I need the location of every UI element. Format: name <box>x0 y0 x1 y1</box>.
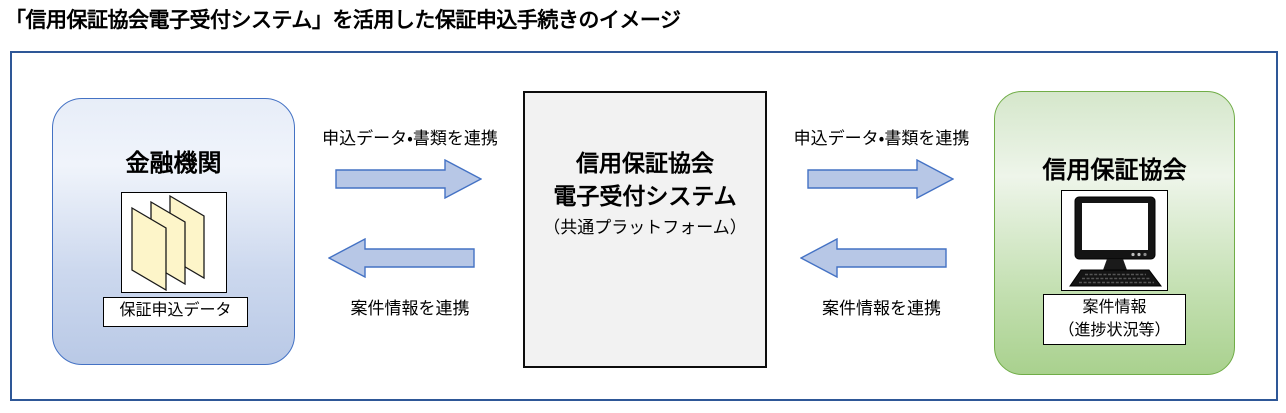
platform-text: 信用保証協会 電子受付システム （共通プラットフォーム） <box>525 93 765 242</box>
flow-left: 申込データ・書類を連携 案件情報を連携 <box>297 113 523 383</box>
flow-right: 申込データ・書類を連携 案件情報を連携 <box>769 113 994 383</box>
node-platform: 信用保証協会 電子受付システム （共通プラットフォーム） <box>523 91 767 368</box>
arrow-left-icon <box>800 238 947 278</box>
financial-institution-label: 金融機関 <box>125 150 222 177</box>
arrow-right-icon <box>807 159 954 199</box>
financial-data-label-text: 保証申込データ <box>119 302 232 319</box>
flow-left-bottom-label: 案件情報を連携 <box>350 299 470 318</box>
arrow-right-icon <box>335 159 482 199</box>
flow-right-top-label: 申込データ・書類を連携 <box>793 129 970 148</box>
diagram-frame: 金融機関 保証申込データ 申込データ・書類を連携 案件情報を連携 信用保 <box>10 51 1278 401</box>
platform-name-line1: 信用保証協会 <box>576 150 714 176</box>
documents-icon <box>121 192 227 293</box>
platform-name-line2: 電子受付システム <box>553 183 737 209</box>
platform-subtitle: （共通プラットフォーム） <box>543 218 747 237</box>
computer-icon <box>1061 190 1168 291</box>
association-data-label-line2: （進捗状況等） <box>1058 322 1171 339</box>
guarantee-association-label: 信用保証協会 <box>1042 157 1187 184</box>
financial-data-label: 保証申込データ <box>103 297 248 327</box>
flow-left-top-label: 申込データ・書類を連携 <box>322 129 498 148</box>
node-guarantee-association: 信用保証協会 案件情報 （進捗状況等） <box>994 91 1235 375</box>
node-financial-institution: 金融機関 保証申込データ <box>52 98 295 365</box>
flow-right-bottom-label: 案件情報を連携 <box>822 299 941 318</box>
association-data-label-line1: 案件情報 <box>1082 299 1147 316</box>
association-data-label: 案件情報 （進捗状況等） <box>1043 294 1186 345</box>
arrow-left-icon <box>328 238 475 278</box>
page-title: 「信用保証協会電子受付システム」を活用した保証申込手続きのイメージ <box>5 9 681 32</box>
